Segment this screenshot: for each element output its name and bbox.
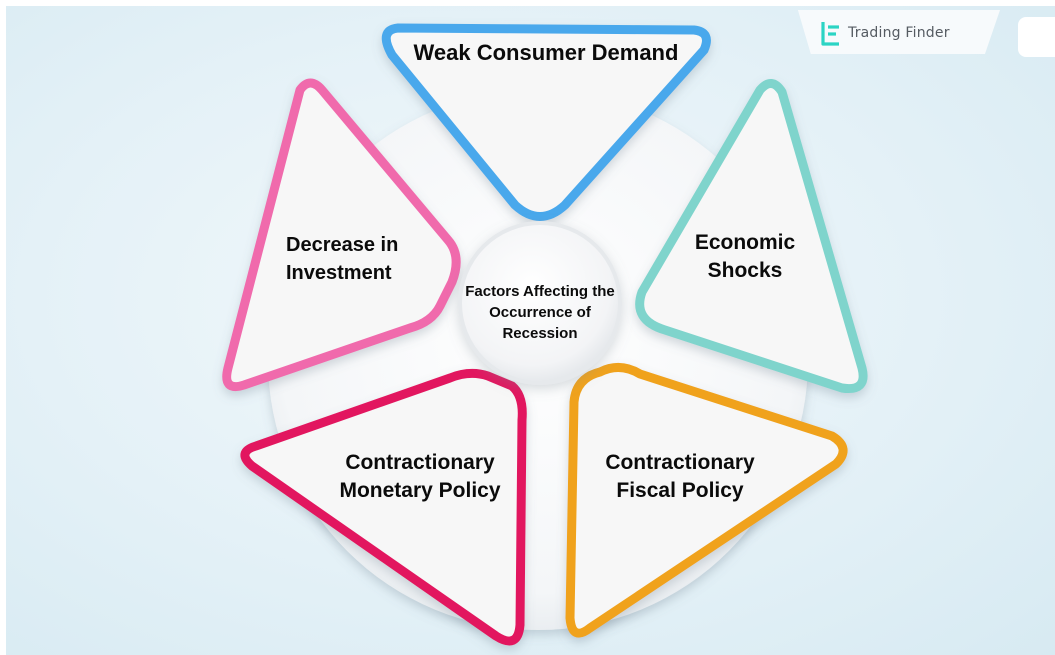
center-title-text: Factors Affecting the Occurrence of Rece…	[465, 283, 615, 342]
petal-decrease-in-investment	[222, 78, 461, 392]
center-hub	[458, 221, 622, 385]
factor-label-contractionary-fiscal-policy-text: Contractionary Fiscal Policy	[605, 451, 755, 503]
trading-finder-logo-icon	[820, 19, 842, 47]
factor-label-contractionary-monetary-policy: Contractionary Monetary Policy	[320, 449, 520, 506]
factor-label-economic-shocks: Economic Shocks	[660, 229, 830, 286]
petal-contractionary-monetary-policy	[240, 368, 527, 646]
factor-label-weak-consumer-demand: Weak Consumer Demand	[413, 40, 679, 65]
brand: Trading Finder	[820, 19, 950, 47]
center-title: Factors Affecting the Occurrence of Rece…	[462, 281, 618, 344]
factor-label-contractionary-monetary-policy-text: Contractionary Monetary Policy	[339, 451, 501, 503]
brand-tab	[797, 10, 1000, 54]
petal-economic-shocks	[635, 79, 868, 394]
factor-label-decrease-in-investment: Decrease in Investment	[262, 231, 437, 287]
corner-tab	[1018, 17, 1055, 57]
brand-name: Trading Finder	[848, 25, 950, 41]
petal-contractionary-fiscal-policy	[565, 363, 848, 638]
petal-weak-consumer-demand	[381, 23, 711, 221]
factor-label-economic-shocks-text: Economic Shocks	[694, 231, 796, 283]
factor-label-decrease-in-investment-text: Decrease in Investment	[286, 234, 399, 284]
factor-label-contractionary-fiscal-policy: Contractionary Fiscal Policy	[580, 449, 780, 506]
